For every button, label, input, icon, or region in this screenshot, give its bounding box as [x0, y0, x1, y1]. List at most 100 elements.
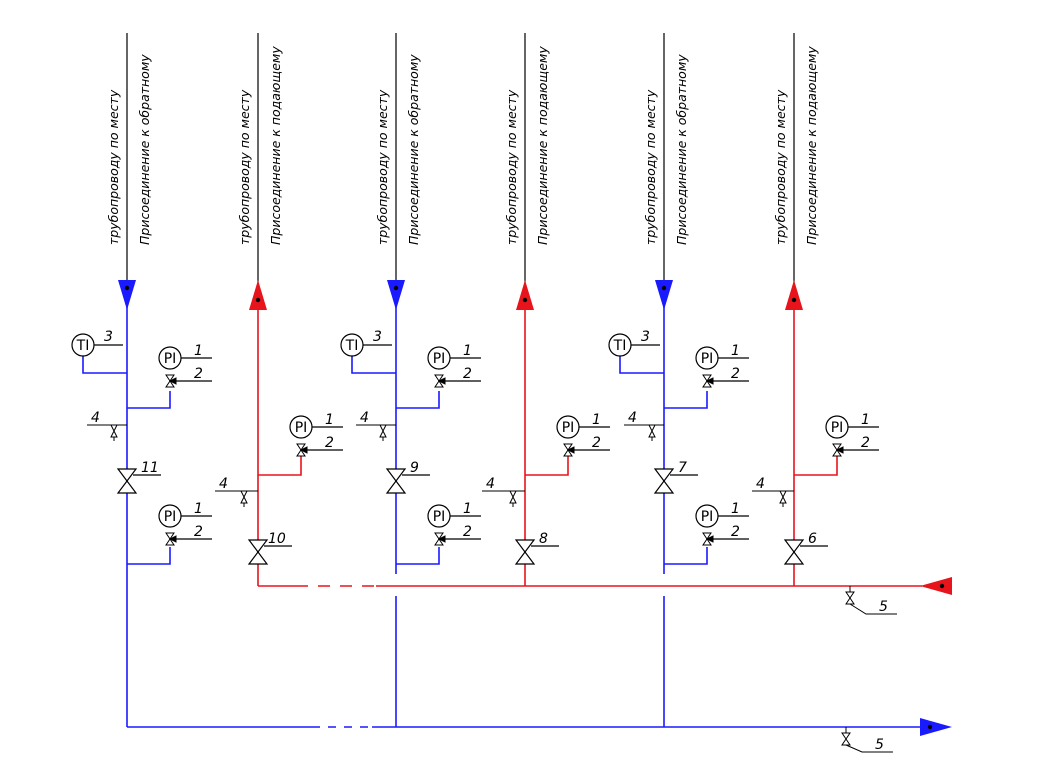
pos-5-drain-supply: 5 — [879, 599, 888, 615]
pos-1-pi-3b: 1 — [463, 501, 472, 517]
pi-tap-3a — [396, 391, 440, 409]
pos-4-vent-3: 4 — [360, 410, 369, 426]
pos-4-vent-6: 4 — [756, 476, 765, 492]
branch-4-label-main: Присоединение к подающему — [535, 46, 550, 245]
pos-4-vent-5: 4 — [628, 410, 637, 426]
branch-labels: трубопроводу по месту Присоединение к об… — [106, 46, 819, 245]
pi-label-1b: PI — [164, 509, 177, 525]
return-outlet-arrow — [920, 718, 952, 736]
valve-10 — [247, 539, 292, 565]
pi-label-6: PI — [831, 420, 844, 436]
air-vent-1 — [87, 424, 127, 441]
pos-10-valve: 10 — [268, 531, 286, 547]
pos-1-pi-1b: 1 — [194, 501, 203, 517]
air-vent-4 — [482, 490, 525, 507]
pi-tap-5a — [664, 391, 708, 409]
pos-2-pi-5a: 2 — [731, 366, 740, 382]
pos-2-pi-1a: 2 — [194, 366, 203, 382]
pos-1-pi-4: 1 — [592, 412, 601, 428]
pos-1-pi-6: 1 — [861, 412, 870, 428]
gauge-valve-5a — [702, 374, 714, 388]
pos-2-pi-1b: 2 — [194, 524, 203, 540]
pos-2-pi-5b: 2 — [731, 524, 740, 540]
pi-gauge-3b — [427, 504, 481, 540]
pi-label-3b: PI — [433, 509, 446, 525]
air-vent-6 — [752, 490, 794, 507]
gauge-valve-3a — [434, 374, 446, 388]
pi-label-1a: PI — [164, 351, 177, 367]
gauge-valve-1a — [165, 374, 177, 388]
drain-supply — [845, 586, 897, 615]
pos-2-pi-3a: 2 — [463, 366, 472, 382]
pi-tap-6 — [794, 455, 838, 476]
valve-7 — [653, 468, 698, 494]
pos-1-pi-5b: 1 — [731, 501, 740, 517]
branch-3-label-main: Присоединение к обратному — [406, 54, 421, 245]
branch-2-label-sub: трубопроводу по месту — [237, 89, 252, 245]
pi-gauge-5b — [695, 504, 749, 540]
branch-4-label-sub: трубопроводу по месту — [504, 89, 519, 245]
pos-1-pi-1a: 1 — [194, 343, 203, 359]
ti-gauge-3 — [340, 333, 392, 357]
valve-11 — [116, 468, 161, 494]
pi-gauge-3a — [427, 346, 481, 382]
pos-3-branch-1: 3 — [104, 329, 113, 345]
pi-tap-2 — [258, 455, 302, 476]
instruments — [71, 333, 879, 540]
branch-5-label-main: Присоединение к обратному — [674, 54, 689, 245]
valve-6 — [783, 539, 828, 565]
pi-tap-1a — [127, 391, 171, 409]
pos-4-vent-1: 4 — [91, 410, 100, 426]
pos-8-valve: 8 — [539, 531, 548, 547]
gauge-valve-2 — [296, 443, 308, 457]
branch-5-label-sub: трубопроводу по месту — [643, 89, 658, 245]
ti-gauge-5 — [608, 333, 660, 357]
gauge-valve-1b — [165, 532, 177, 546]
pi-tap-4 — [525, 455, 569, 476]
pos-6-valve: 6 — [808, 531, 817, 547]
branch-6-label-sub: трубопроводу по месту — [773, 89, 788, 245]
ti-label-5: TI — [613, 338, 627, 354]
ti-label-3: TI — [345, 338, 359, 354]
pi-label-4: PI — [562, 420, 575, 436]
branch-2-label-main: Присоединение к подающему — [268, 46, 283, 245]
air-vent-2 — [215, 490, 258, 507]
pos-2-pi-4: 2 — [592, 435, 601, 451]
pos-9-valve: 9 — [410, 460, 419, 476]
pi-gauge-1b — [158, 504, 212, 540]
pos-2-pi-6: 2 — [861, 435, 870, 451]
position-numbers: 3 3 3 1 2 1 2 1 2 1 2 1 2 1 2 1 2 1 2 1 … — [91, 329, 888, 753]
valve-9 — [385, 468, 430, 494]
gauge-valves — [165, 374, 844, 546]
ti-tap-5 — [619, 355, 664, 374]
flow-arrows — [118, 280, 952, 736]
pos-1-pi-5a: 1 — [731, 343, 740, 359]
pi-tap-5b — [664, 547, 708, 565]
pos-4-vent-2: 4 — [219, 476, 228, 492]
pos-1-pi-2: 1 — [325, 412, 334, 428]
gauge-valve-3b — [434, 532, 446, 546]
pi-label-5a: PI — [701, 351, 714, 367]
air-vent-3 — [356, 424, 396, 441]
valve-8 — [514, 539, 559, 565]
ti-label-1: TI — [76, 338, 90, 354]
pos-2-pi-3b: 2 — [463, 524, 472, 540]
pi-label-2: PI — [295, 420, 308, 436]
pi-tap-1b — [127, 547, 171, 565]
pi-label-5b: PI — [701, 509, 714, 525]
pos-4-vent-4: 4 — [486, 476, 495, 492]
flow-arrow-down-3 — [387, 280, 405, 310]
pos-11-valve: 11 — [141, 460, 159, 476]
flow-arrow-down-5 — [655, 280, 673, 310]
flow-arrow-up-6 — [785, 280, 803, 310]
flow-arrow-up-2 — [249, 280, 267, 310]
gauge-valve-6 — [832, 443, 844, 457]
branch-1-label-main: Присоединение к обратному — [137, 54, 152, 245]
pos-5-drain-return: 5 — [875, 737, 884, 753]
branch-6-label-main: Присоединение к подающему — [804, 46, 819, 245]
pi-gauge-6 — [825, 415, 879, 451]
pos-3-branch-3: 3 — [373, 329, 382, 345]
pi-gauge-4 — [556, 415, 610, 451]
drains — [841, 586, 897, 753]
